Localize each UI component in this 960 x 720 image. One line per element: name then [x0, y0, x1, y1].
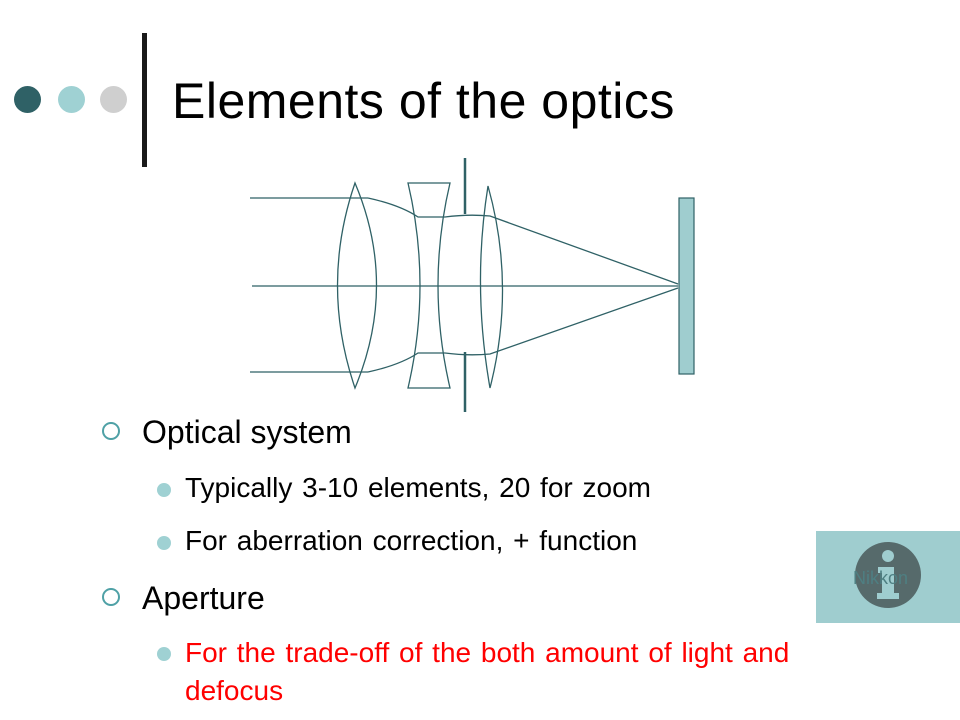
bullet-aperture: Aperture — [102, 580, 265, 617]
lens-convex-1 — [336, 181, 378, 390]
ray-bottom-refracted — [367, 287, 679, 373]
disc-bullet-icon — [157, 536, 171, 550]
lens-diagram — [250, 158, 695, 412]
title-decoration-dots — [14, 86, 134, 114]
sub-bullet-text: Typically 3-10 elements, 20 for zoom — [185, 472, 651, 503]
title-divider — [142, 33, 147, 167]
dot-light — [100, 86, 127, 113]
sub-bullet-text: For aberration correction, + function — [185, 525, 638, 556]
lens-concave — [407, 182, 451, 389]
info-icon — [855, 542, 921, 608]
sub-bullet-tradeoff: For the trade-off of the both amount of … — [157, 634, 835, 710]
sub-bullet-aberration: For aberration correction, + function — [157, 525, 638, 557]
dot-mid — [58, 86, 85, 113]
ring-bullet-icon — [102, 588, 120, 606]
dot-dark — [14, 86, 41, 113]
ring-bullet-icon — [102, 422, 120, 440]
ray-top-refracted — [367, 197, 679, 285]
slide-title: Elements of the optics — [172, 73, 675, 129]
disc-bullet-icon — [157, 483, 171, 497]
disc-bullet-icon — [157, 647, 171, 661]
nikkon-info-image: Nikkon — [816, 531, 960, 623]
sub-bullet-elements: Typically 3-10 elements, 20 for zoom — [157, 472, 651, 504]
nikkon-label: Nikkon — [853, 568, 909, 588]
lens-convex-2 — [479, 185, 504, 389]
image-sensor — [678, 197, 695, 375]
bullet-text: Aperture — [142, 580, 265, 616]
sub-bullet-text: For the trade-off of the both amount of … — [185, 637, 790, 706]
